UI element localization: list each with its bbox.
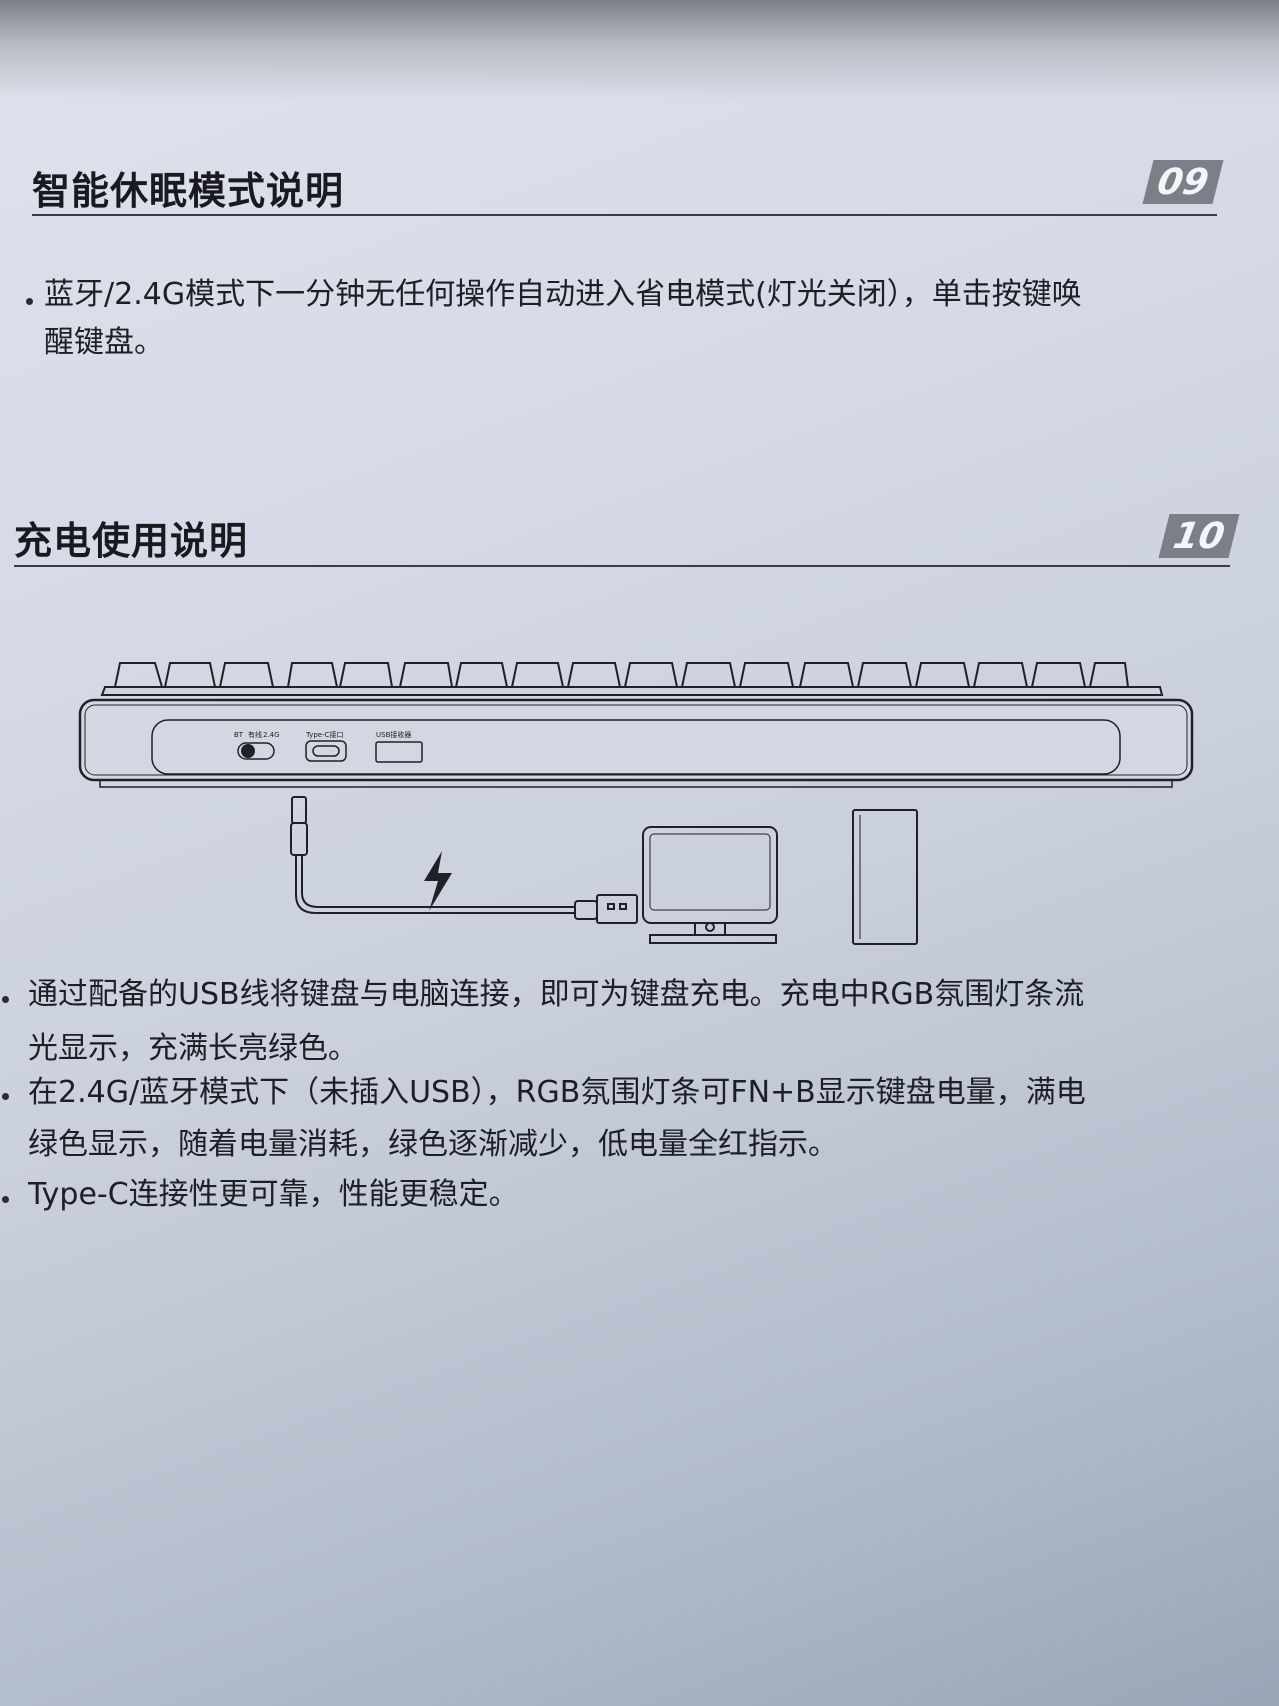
bullet-icon <box>2 996 9 1003</box>
pc-tower-icon <box>852 809 918 945</box>
section-title-charging: 充电使用说明 <box>14 519 249 563</box>
photo-shadow <box>0 0 1279 100</box>
switch-label-24g: 2.4G <box>263 731 280 739</box>
switch-label-bt: BT <box>234 731 244 739</box>
section-divider <box>32 214 1217 216</box>
section-title-sleep-mode: 智能休眠模式说明 <box>32 169 345 213</box>
bullet-icon <box>26 298 33 305</box>
charging-paragraph-1-line1: 通过配备的USB线将键盘与电脑连接，即可为键盘充电。充电中RGB氛围灯条流 <box>28 977 1085 1012</box>
sleep-paragraph-line1: 蓝牙/2.4G模式下一分钟无任何操作自动进入省电模式(灯光关闭），单击按键唤 <box>44 277 1082 312</box>
bullet-icon <box>2 1093 9 1100</box>
page-number: 09 <box>1154 161 1212 203</box>
section-divider <box>14 565 1230 567</box>
lightning-icon <box>424 851 452 911</box>
charging-paragraph-2-line1: 在2.4G/蓝牙模式下（未插入USB），RGB氛围灯条可FN+B显示键盘电量，满… <box>28 1075 1086 1110</box>
charging-diagram: BT 有线 2.4G Type-C接口 USB接收器 <box>78 662 1194 945</box>
page-number-badge: 09 <box>1142 160 1224 204</box>
sleep-paragraph-line2: 醒键盘。 <box>44 325 164 360</box>
keyboard-rear-icon <box>78 662 1194 788</box>
charging-paragraph-2-line2: 绿色显示，随着电量消耗，绿色逐渐减少，低电量全红指示。 <box>28 1127 838 1162</box>
typec-port-label: Type-C接口 <box>305 730 344 739</box>
monitor-icon <box>642 826 778 944</box>
usb-c-cable-icon <box>290 796 638 924</box>
page-number: 10 <box>1170 515 1228 557</box>
page-number-badge: 10 <box>1158 514 1240 558</box>
switch-label-wired: 有线 <box>248 730 262 739</box>
charging-paragraph-3: Type-C连接性更可靠，性能更稳定。 <box>28 1177 519 1212</box>
charging-paragraph-1-line2: 光显示，充满长亮绿色。 <box>28 1031 358 1066</box>
usb-receiver-label: USB接收器 <box>376 730 411 739</box>
bullet-icon <box>2 1196 9 1203</box>
